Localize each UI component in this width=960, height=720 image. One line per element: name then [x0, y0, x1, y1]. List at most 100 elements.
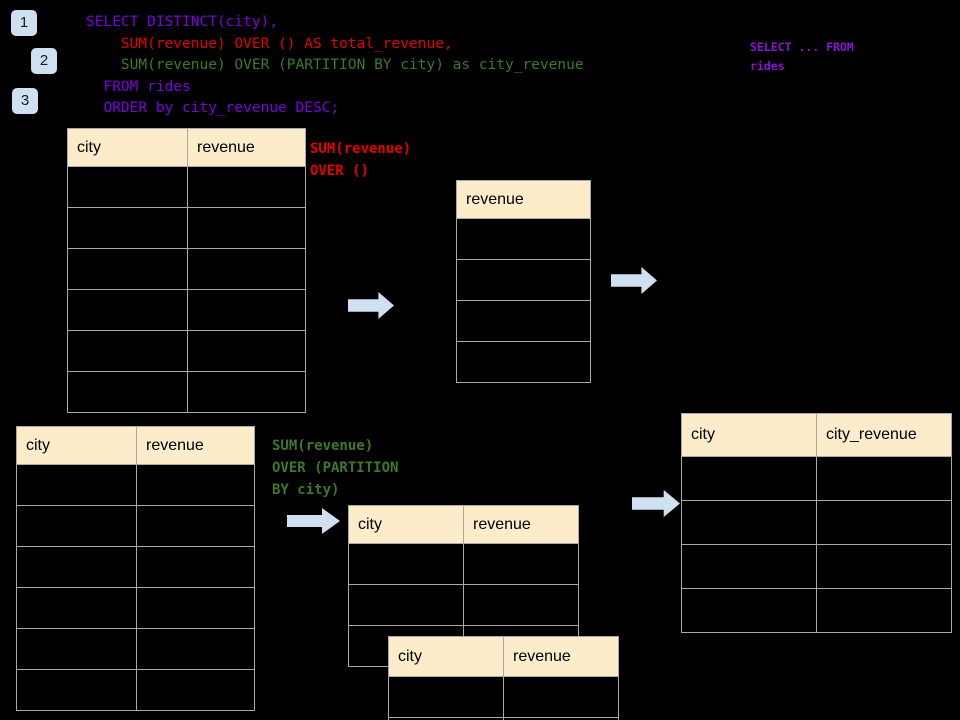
table-row	[348, 584, 579, 626]
table-cell	[136, 587, 255, 629]
table-cell	[187, 207, 306, 249]
table-cell	[136, 669, 255, 711]
table-row	[681, 456, 952, 501]
annotation-sum-over-partition: SUM(revenue) OVER (PARTITION BY city)	[272, 438, 399, 498]
table-row	[681, 544, 952, 589]
table-cell	[456, 300, 591, 342]
table-cell	[67, 248, 188, 290]
table-cell	[348, 584, 464, 626]
table-cell	[16, 587, 137, 629]
step-badge-2: 2	[31, 48, 57, 74]
table-cell	[463, 584, 579, 626]
table-row	[67, 166, 306, 208]
table-cell	[187, 166, 306, 208]
table-row	[681, 588, 952, 633]
table-cell	[816, 500, 952, 545]
table-row	[16, 628, 255, 670]
table-row	[456, 259, 591, 301]
table-cell	[67, 166, 188, 208]
column-header: revenue	[456, 180, 591, 219]
table-row	[16, 505, 255, 547]
arrow-source-to-partition-icon	[287, 508, 340, 534]
table-cell	[136, 546, 255, 588]
table-row	[16, 587, 255, 629]
column-header: revenue	[463, 505, 579, 544]
table-header-row: revenue	[456, 180, 591, 219]
table-row	[16, 669, 255, 711]
column-header: revenue	[503, 636, 619, 677]
table-cell	[681, 500, 817, 545]
table-row	[67, 330, 306, 372]
table-row	[456, 300, 591, 342]
column-header: city_revenue	[816, 413, 952, 457]
table-cell	[16, 505, 137, 547]
table-cell	[503, 717, 619, 720]
table-total-revenue: revenue	[456, 180, 591, 383]
table-cell	[67, 207, 188, 249]
table-cell	[681, 588, 817, 633]
table-row	[456, 218, 591, 260]
table-row	[67, 207, 306, 249]
table-cell	[681, 456, 817, 501]
table-cell	[67, 330, 188, 372]
annotation-sum-over-empty: SUM(revenue) OVER ()	[310, 141, 412, 179]
table-cell	[16, 464, 137, 506]
table-row	[388, 676, 619, 718]
sql-line-5: ORDER by city_revenue DESC;	[86, 100, 340, 117]
table-cell	[136, 505, 255, 547]
table-cell	[681, 544, 817, 589]
table-cell	[187, 289, 306, 331]
table-row	[388, 717, 619, 720]
table-cell	[136, 464, 255, 506]
column-header: city	[681, 413, 817, 457]
table-row	[681, 500, 952, 545]
table-cell	[503, 676, 619, 718]
column-header: city	[16, 426, 137, 465]
sql-line-2: SUM(revenue) OVER () AS total_revenue,	[86, 35, 453, 52]
table-cell	[456, 341, 591, 383]
table-cell	[16, 546, 137, 588]
column-header: revenue	[187, 128, 306, 167]
column-header: city	[348, 505, 464, 544]
table-cell	[187, 330, 306, 372]
sql-line-4: FROM rides	[86, 78, 191, 95]
step-badge-3: 3	[12, 88, 38, 114]
arrow-source-to-total-icon	[348, 292, 394, 319]
sql-query-block: SELECT DISTINCT(city), SUM(revenue) OVER…	[86, 12, 584, 120]
table-cell	[463, 543, 579, 585]
table-cell	[67, 371, 188, 413]
sql-side-note: SELECT ... FROM rides	[750, 40, 854, 73]
table-cell	[67, 289, 188, 331]
table-cell	[816, 456, 952, 501]
table-cell	[456, 218, 591, 260]
column-header: revenue	[136, 426, 255, 465]
sql-line-3: SUM(revenue) OVER (PARTITION BY city) as…	[86, 57, 584, 74]
column-header: city	[388, 636, 504, 677]
step-badge-1: 1	[11, 10, 37, 36]
table-row	[348, 543, 579, 585]
table-cell	[816, 588, 952, 633]
table-cell	[136, 628, 255, 670]
table-row	[67, 371, 306, 413]
table-row	[456, 341, 591, 383]
table-row	[67, 248, 306, 290]
table-cell	[187, 371, 306, 413]
table-cell	[16, 669, 137, 711]
table-cell	[16, 628, 137, 670]
table-cell	[187, 248, 306, 290]
column-header: city	[67, 128, 188, 167]
arrow-partition-to-result-icon	[632, 490, 680, 517]
table-row	[16, 546, 255, 588]
table-row	[16, 464, 255, 506]
sql-line-1: SELECT DISTINCT(city),	[86, 14, 279, 30]
arrow-total-to-result-icon	[611, 267, 657, 294]
